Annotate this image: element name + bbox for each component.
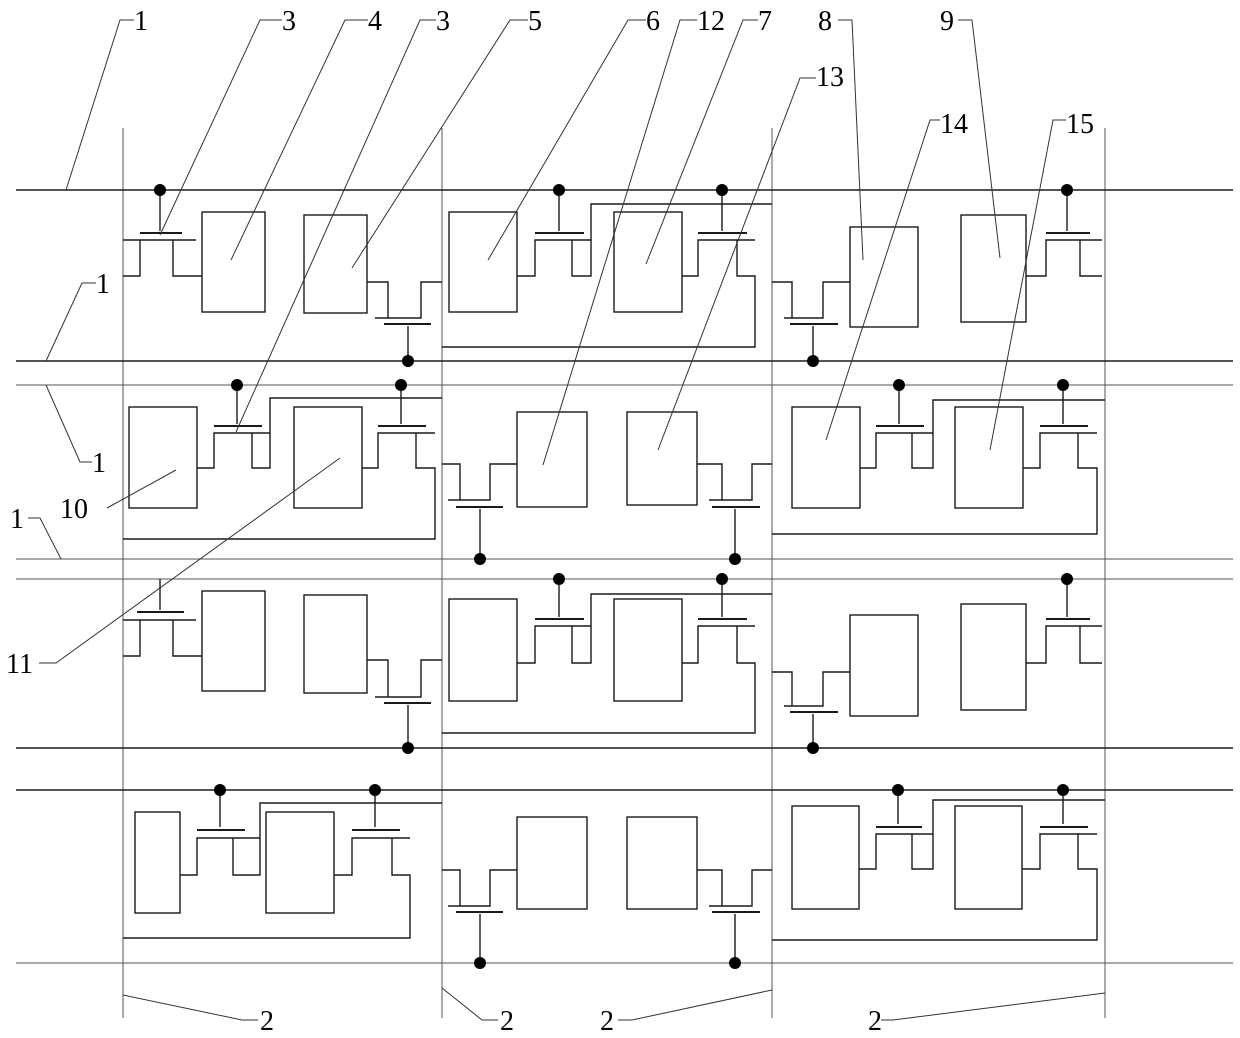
light-emitting-element-8 <box>850 227 918 327</box>
label-1-second: 1 <box>96 269 110 300</box>
pixel-row-3 <box>123 573 1102 754</box>
light-emitting-element-5 <box>304 215 367 313</box>
label-1-third: 1 <box>92 448 106 479</box>
label-7: 7 <box>758 6 772 37</box>
label-13: 13 <box>816 62 844 93</box>
label-1-fourth: 1 <box>10 504 24 535</box>
pixel-row-2 <box>123 379 1105 565</box>
label-1-top: 1 <box>134 6 148 37</box>
light-emitting-element-13 <box>627 412 697 505</box>
label-2-second: 2 <box>500 1006 514 1037</box>
light-emitting-element-10 <box>129 407 197 508</box>
label-6: 6 <box>646 6 660 37</box>
label-9: 9 <box>940 6 954 37</box>
pixel-row-1 <box>123 184 1102 367</box>
pixel-row-4 <box>123 784 1105 969</box>
label-10: 10 <box>60 494 88 525</box>
light-emitting-element-4 <box>202 212 265 312</box>
light-emitting-element-9 <box>961 215 1026 322</box>
label-2-third: 2 <box>600 1006 614 1037</box>
light-emitting-element-7 <box>614 212 682 312</box>
light-emitting-element-14 <box>792 407 860 508</box>
light-emitting-element-11 <box>294 407 362 508</box>
label-8: 8 <box>818 6 832 37</box>
label-3-second: 3 <box>436 6 450 37</box>
label-15: 15 <box>1066 109 1094 140</box>
light-emitting-element-12 <box>517 412 587 507</box>
light-emitting-element-15 <box>955 407 1023 508</box>
label-3-first: 3 <box>282 6 296 37</box>
label-2-fourth: 2 <box>868 1006 882 1037</box>
label-12: 12 <box>697 6 725 37</box>
label-5: 5 <box>528 6 542 37</box>
label-2-first: 2 <box>260 1006 274 1037</box>
label-4: 4 <box>368 6 382 37</box>
label-11: 11 <box>6 649 33 680</box>
label-14: 14 <box>940 109 968 140</box>
